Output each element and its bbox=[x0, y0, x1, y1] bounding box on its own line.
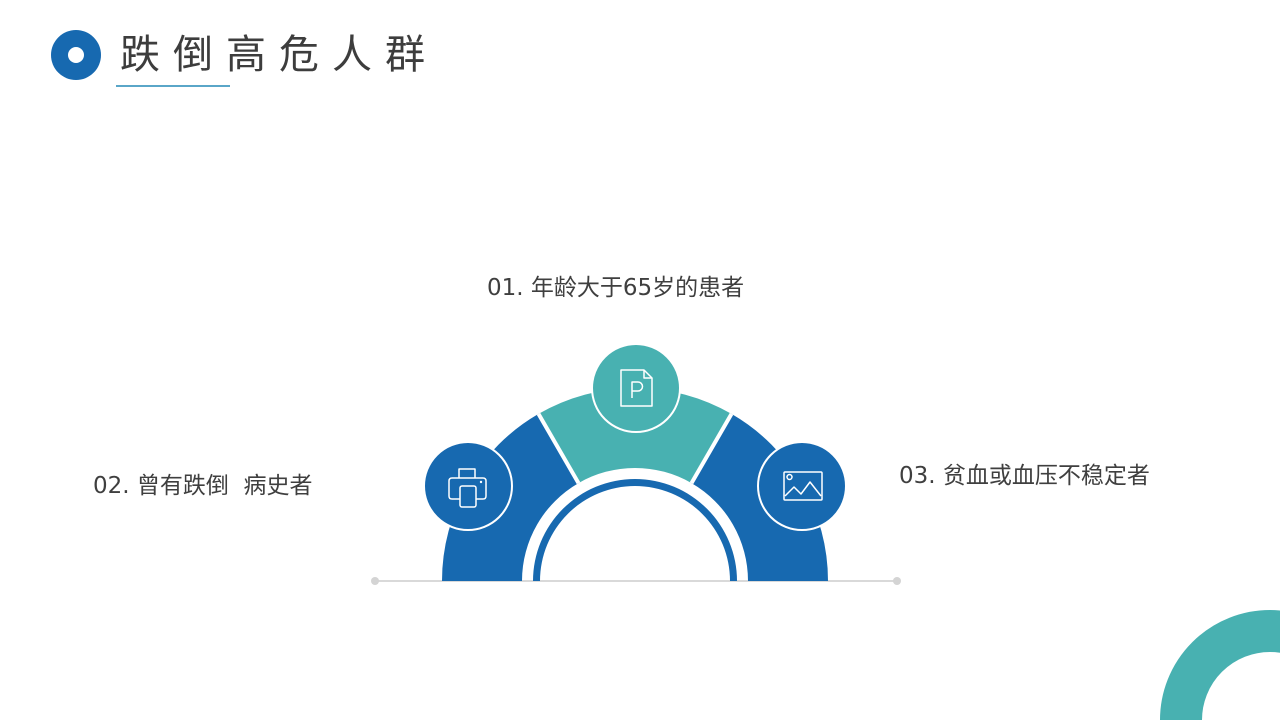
item-label-2: 02. 曾有跌倒 病史者 bbox=[93, 473, 313, 499]
image-icon bbox=[783, 471, 823, 501]
item-label-3: 03. 贫血或血压不稳定者 bbox=[899, 463, 1150, 489]
page-title: 跌倒高危人群 bbox=[120, 32, 438, 78]
circle-left bbox=[423, 441, 513, 531]
corner-ring-decoration bbox=[1160, 610, 1280, 720]
segment-top bbox=[538, 388, 732, 484]
document-p-icon bbox=[620, 369, 653, 407]
inner-ring bbox=[533, 479, 737, 581]
baseline-right-dot bbox=[893, 577, 901, 585]
circle-top bbox=[591, 343, 681, 433]
printer-icon bbox=[448, 468, 487, 508]
circle-right bbox=[757, 441, 847, 531]
title-bullet-icon bbox=[51, 30, 101, 80]
title-underline bbox=[116, 85, 230, 87]
baseline-left-dot bbox=[371, 577, 379, 585]
item-label-1: 01. 年龄大于65岁的患者 bbox=[487, 275, 745, 301]
